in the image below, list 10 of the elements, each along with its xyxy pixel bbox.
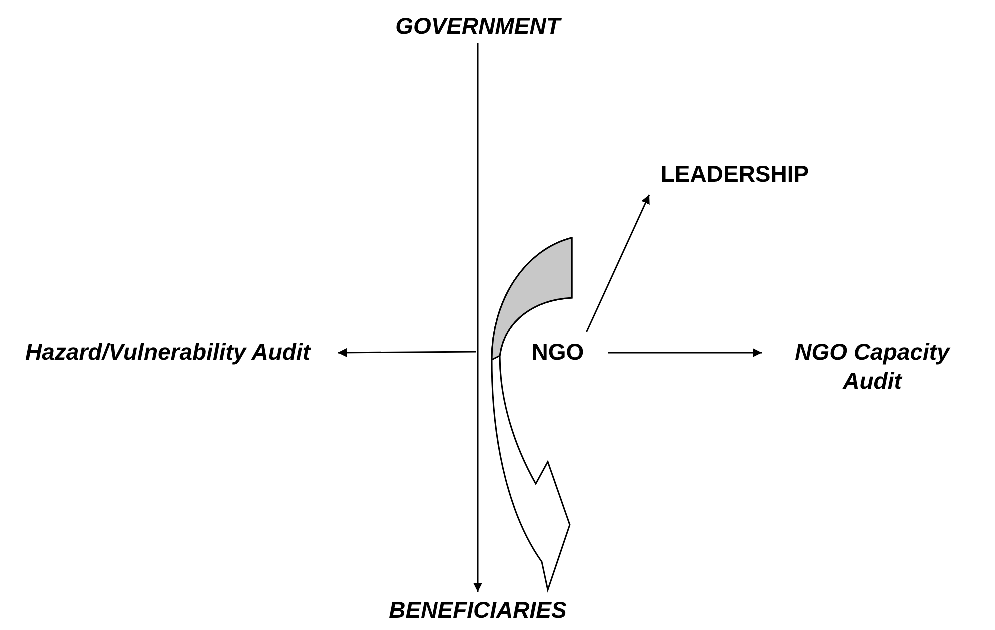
arrow: [474, 43, 482, 592]
audit-label: NGO Capacity Audit: [770, 338, 975, 396]
node-label: NGO: [522, 338, 594, 367]
arrow: [586, 194, 650, 332]
audit-label: Hazard/Vulnerability Audit: [8, 338, 328, 367]
arrow: [338, 348, 476, 358]
axis-label: BENEFICIARIES: [378, 596, 578, 625]
axis-label: GOVERNMENT: [378, 12, 578, 41]
arrow: [608, 348, 762, 358]
node-label: LEADERSHIP: [640, 160, 830, 189]
